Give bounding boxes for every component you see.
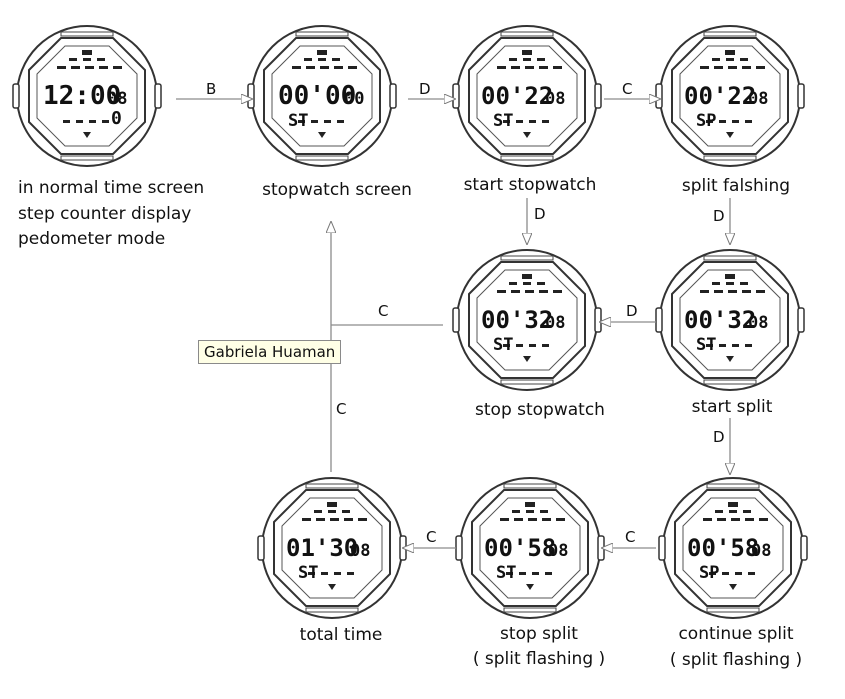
arrow-label-c1: C [622,80,632,98]
lcd-time: 00'22 [481,82,553,110]
caption-stopwatch-screen: stopwatch screen [262,180,412,200]
arrow-label-c3: D [713,428,725,446]
lcd-seconds: 08 [748,89,768,109]
lcd-seconds: 08 [545,313,565,333]
caption-split-falshing: split falshing [682,176,790,196]
lcd-mode: SP [699,563,719,583]
arrow-label-d3: D [713,207,725,225]
arrow-label-d4: D [626,302,638,320]
watch-stop-stopwatch: 00'32 08 ST [452,249,602,391]
lcd-time: 01'30 [286,534,358,562]
lcd-time: 12:00 [43,81,121,111]
author-tooltip: Gabriela Huaman [198,340,342,364]
lcd-seconds: 08 [751,541,771,561]
watch-continue-split: 00'58 08 SP [658,477,808,619]
caption-normal-time-line1: in normal time screen [18,178,204,198]
lcd-time: 00'58 [687,534,759,562]
caption-start-split: start split [692,397,773,417]
caption-start-stopwatch: start stopwatch [464,175,597,195]
lcd-seconds: 08 [350,541,370,561]
caption-normal-time-line3: pedometer mode [18,229,165,249]
arrow-label-c5: C [336,400,346,418]
lcd-time: 00'00 [278,81,356,111]
lcd-mode: ST [288,111,308,131]
lcd-time: 00'22 [684,82,756,110]
arrow-label-c4: C [426,528,436,546]
lcd-mode: ST [696,335,716,355]
lcd-time: 00'58 [484,534,556,562]
arrow-label-b: B [206,80,216,98]
arrow-label-d1: D [419,80,431,98]
lcd-mode: 0 [111,108,122,129]
lcd-mode: ST [493,111,513,131]
lcd-mode: SP [696,111,716,131]
lcd-time: 00'32 [481,306,553,334]
lcd-seconds: 00 [344,89,364,109]
caption-continue-split-line2: ( split flashing ) [670,650,802,670]
arrow-label-c2: C [378,302,388,320]
caption-stop-stopwatch: stop stopwatch [475,400,605,420]
caption-normal-time-line2: step counter display [18,204,191,224]
watch-stopwatch-screen: 00'00 00 ST [247,25,397,167]
watch-stop-split: 00'58 08 ST [455,477,605,619]
watch-start-stopwatch: 00'22 08 ST [452,25,602,167]
arrow-label-d2: D [534,205,546,223]
caption-total-time: total time [300,625,383,645]
watch-total-time: 01'30 08 ST [257,477,407,619]
lcd-seconds: 08 [548,541,568,561]
watch-normal-time: 12:00 08 0 [12,25,162,167]
lcd-mode: ST [493,335,513,355]
watch-split-flashing: 00'22 08 SP [655,25,805,167]
caption-continue-split-line1: continue split [678,624,793,644]
arrow-label-d5: C [625,528,635,546]
watch-start-split: 00'32 08 ST [655,249,805,391]
lcd-time: 00'32 [684,306,756,334]
lcd-seconds: 08 [107,89,127,109]
lcd-seconds: 08 [748,313,768,333]
lcd-seconds: 08 [545,89,565,109]
lcd-mode: ST [496,563,516,583]
caption-stop-split-line1: stop split [500,624,578,644]
caption-stop-split-line2: ( split flashing ) [473,649,605,669]
lcd-mode: ST [298,563,318,583]
